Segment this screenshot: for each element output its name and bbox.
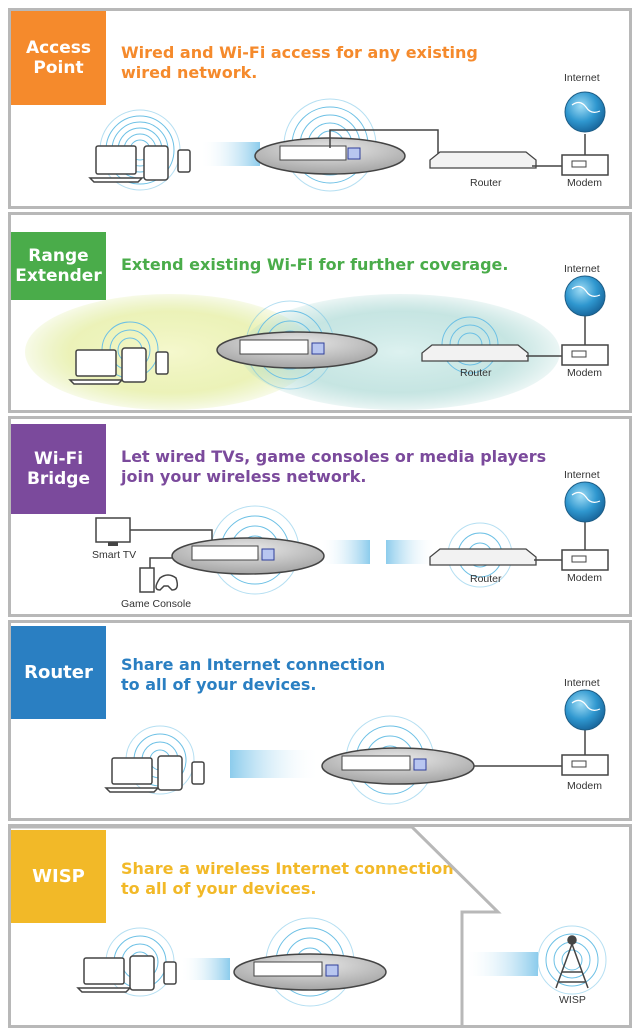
phone-icon — [191, 761, 205, 785]
router-mode-beam — [230, 750, 320, 778]
laptop-icon — [76, 957, 132, 993]
label-smart-tv: Smart TV — [92, 549, 137, 561]
mode-badge-wisp: WISP — [11, 830, 106, 923]
ap-cable — [329, 129, 439, 158]
mode-description: Extend existing Wi-Fi for further covera… — [121, 255, 509, 274]
label-internet: Internet — [564, 677, 600, 689]
wisp-house-outline — [11, 825, 502, 1026]
bridge-beam-in — [386, 540, 436, 564]
mode-description: Wired and Wi-Fi access for any existing … — [121, 43, 478, 82]
wisp-tower-icon — [555, 935, 589, 989]
extender-device-icon — [216, 331, 378, 369]
wisp-client-device-icon — [233, 953, 387, 991]
tablet-icon — [157, 755, 183, 791]
label-modem: Modem — [567, 572, 603, 584]
coverage-glow-router — [240, 294, 560, 410]
router-device-icon — [321, 747, 475, 785]
mode-title: Router — [24, 661, 93, 683]
label-router: Router — [460, 367, 492, 379]
extender-device-icon — [254, 137, 406, 175]
ap-wifi-beam — [200, 142, 260, 166]
console-cable — [149, 557, 176, 568]
modem-icon — [561, 549, 609, 571]
mode-description: Let wired TVs, game consoles or media pl… — [121, 447, 547, 486]
modem-icon — [561, 344, 609, 366]
tablet-icon — [121, 347, 147, 383]
wisp-beam-tower — [464, 952, 538, 976]
label-internet: Internet — [564, 72, 600, 84]
phone-icon — [177, 149, 191, 173]
game-console-icon — [139, 567, 179, 593]
label-modem: Modem — [567, 367, 603, 379]
modem-icon — [561, 154, 609, 176]
modem-icon — [561, 754, 609, 776]
internet-globe-icon — [564, 91, 606, 133]
internet-globe-icon — [564, 275, 606, 317]
label-modem: Modem — [567, 780, 603, 792]
label-modem: Modem — [567, 177, 603, 189]
phone-icon — [155, 351, 169, 375]
label-router: Router — [470, 573, 502, 585]
router-icon — [429, 548, 537, 566]
label-game-console: Game Console — [121, 598, 192, 610]
mode-badge-router: Router — [11, 626, 106, 719]
mode-title: WISP — [32, 865, 85, 887]
label-internet: Internet — [564, 469, 600, 481]
phone-icon — [163, 961, 177, 985]
label-internet: Internet — [564, 263, 600, 275]
bridge-device-icon — [171, 537, 325, 575]
wisp-beam-client — [180, 958, 230, 980]
bridge-beam-out — [320, 540, 370, 564]
router-icon — [429, 151, 562, 169]
tablet-icon — [129, 955, 155, 991]
panel-wisp: WISP Share a wireless Internet connectio… — [8, 824, 632, 1028]
label-wisp: WISP — [559, 994, 586, 1006]
tablet-icon — [143, 145, 169, 181]
mode-description: Share a wireless Internet connection to … — [121, 859, 454, 898]
router-icon — [421, 344, 529, 362]
laptop-icon — [104, 757, 160, 793]
laptop-icon — [68, 349, 124, 385]
label-router: Router — [470, 177, 502, 189]
laptop-icon — [88, 145, 144, 183]
mode-description: Share an Internet connection to all of y… — [121, 655, 386, 694]
smart-tv-icon — [95, 517, 131, 546]
internet-globe-icon — [564, 689, 606, 731]
internet-globe-icon — [564, 481, 606, 523]
